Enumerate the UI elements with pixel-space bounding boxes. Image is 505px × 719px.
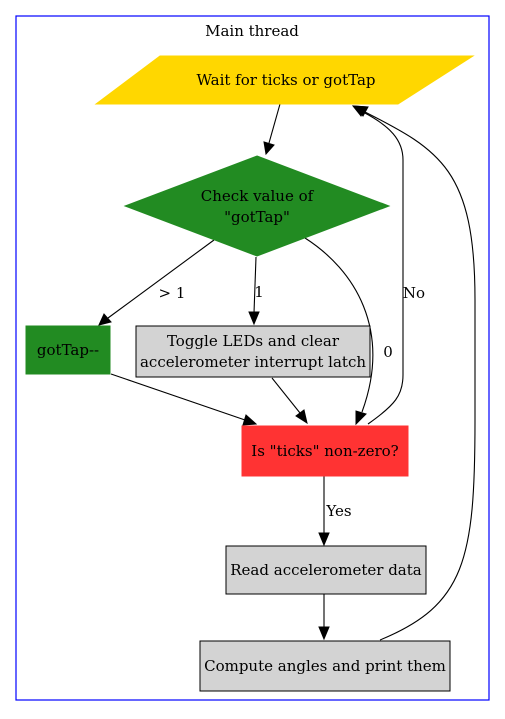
arrowhead-read-to-compute bbox=[318, 626, 330, 641]
arrowhead-check-to-ticks bbox=[355, 410, 367, 426]
edge-label-gt1: > 1 bbox=[159, 284, 186, 302]
node-wait-parallelogram bbox=[94, 55, 475, 105]
node-check-label-line2: "gotTap" bbox=[224, 208, 290, 226]
node-toggle-box bbox=[135, 325, 371, 378]
node-toggle-label-line2: accelerometer interrupt latch bbox=[140, 353, 366, 371]
node-gottap-label: gotTap-- bbox=[37, 341, 99, 359]
cluster-title: Main thread bbox=[205, 22, 299, 40]
node-ticks-label: Is "ticks" non-zero? bbox=[251, 442, 398, 460]
edge-label-no: No bbox=[403, 284, 425, 302]
edge-label-eq0: 0 bbox=[383, 343, 393, 361]
edge-compute-to-wait bbox=[364, 111, 476, 641]
node-read-box bbox=[225, 545, 427, 595]
edge-label-yes: Yes bbox=[325, 502, 351, 520]
node-compute-label: Compute angles and print them bbox=[204, 657, 446, 675]
arrowhead-toggle-to-ticks bbox=[295, 409, 308, 425]
edge-wait-to-check bbox=[268, 103, 281, 144]
arrowhead-compute-to-wait bbox=[352, 105, 369, 117]
edge-toggle-to-ticks bbox=[271, 377, 301, 414]
node-gottap-box bbox=[25, 325, 111, 375]
node-ticks-box bbox=[241, 425, 409, 477]
edge-check-to-ticks bbox=[304, 237, 374, 413]
arrowhead-ticks-to-read bbox=[318, 532, 330, 547]
cluster-main-thread bbox=[15, 15, 490, 701]
edge-label-eq1: 1 bbox=[254, 283, 264, 301]
edge-gottap-to-ticks bbox=[110, 373, 246, 421]
arrowhead-gottap-to-ticks bbox=[242, 414, 258, 426]
node-toggle-label-line1: Toggle LEDs and clear bbox=[167, 332, 340, 350]
node-wait-label: Wait for ticks or gotTap bbox=[197, 71, 376, 89]
arrowhead-check-to-toggle bbox=[248, 311, 260, 326]
node-check-label-line1: Check value of bbox=[201, 187, 315, 205]
edge-check-to-gottap bbox=[107, 239, 215, 319]
edge-ticks-to-wait bbox=[362, 111, 404, 425]
node-check-diamond bbox=[123, 155, 391, 257]
node-compute-box bbox=[199, 640, 451, 692]
node-read-label: Read accelerometer data bbox=[230, 561, 421, 579]
arrowhead-wait-to-check bbox=[263, 141, 275, 156]
arrowhead-check-to-gottap bbox=[98, 313, 112, 326]
edge-check-to-toggle bbox=[253, 256, 257, 314]
